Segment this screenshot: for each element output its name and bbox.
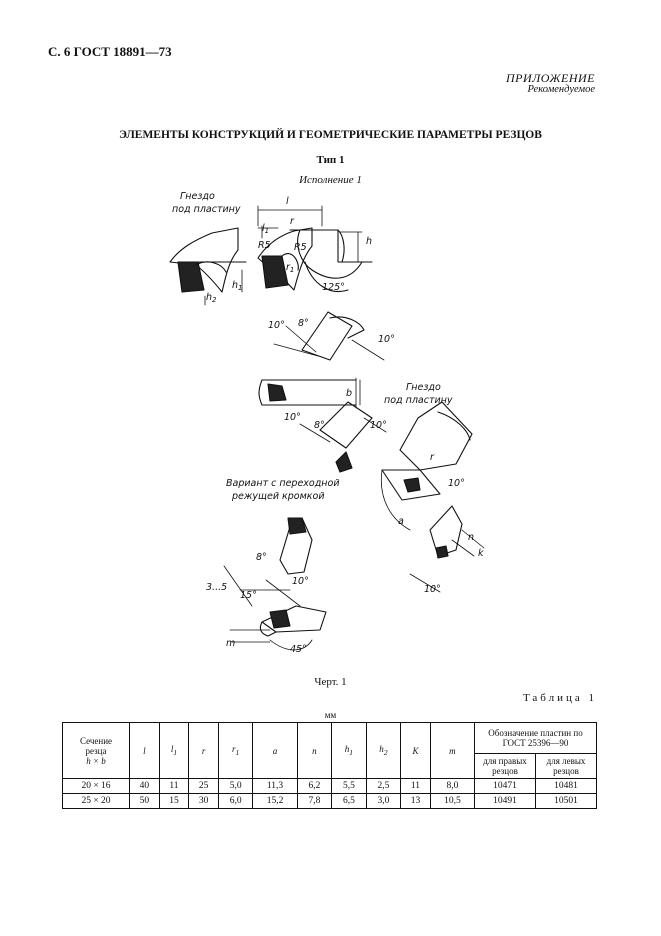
angle-125: 125° bbox=[322, 282, 345, 293]
dim-h2: h2 bbox=[206, 292, 217, 304]
appendix-label: ПРИЛОЖЕНИЕ Рекомендуемое bbox=[506, 72, 595, 96]
document-title: ЭЛЕМЕНТЫ КОНСТРУКЦИЙ И ГЕОМЕТРИЧЕСКИЕ ПА… bbox=[119, 129, 542, 141]
header-l: l bbox=[129, 722, 160, 779]
socket-label-1-line2: под пластину bbox=[172, 204, 241, 215]
execution-label: Исполнение 1 bbox=[299, 174, 362, 186]
dim-h1: h1 bbox=[232, 280, 243, 292]
angle-45: 45° bbox=[290, 644, 307, 655]
dim-l1: l1 bbox=[262, 223, 269, 235]
angle-8-2: 8° bbox=[314, 420, 325, 431]
appendix-status: Рекомендуемое bbox=[527, 84, 595, 95]
header-l1: l1 bbox=[158, 722, 190, 779]
drawing-labels: Гнездо под пластину l l1 r R5 R5 h h1 h2… bbox=[172, 191, 484, 655]
header-r: r bbox=[188, 722, 219, 779]
dim-l: l bbox=[286, 196, 289, 207]
angle-10-1: 10° bbox=[268, 320, 285, 331]
angle-10-7: 10° bbox=[292, 576, 309, 587]
appendix-title: ПРИЛОЖЕНИЕ bbox=[506, 71, 595, 85]
angle-10-4: 10° bbox=[370, 420, 387, 431]
socket-view-drawing bbox=[380, 401, 485, 593]
angle-8-3: 8° bbox=[256, 552, 267, 563]
dim-a: a bbox=[398, 516, 404, 527]
table-row: 25 × 20 50 15 30 6,0 15,2 7,8 6,5 3,0 13… bbox=[62, 793, 597, 809]
variant-drawing bbox=[223, 517, 327, 651]
header-h1: h1 bbox=[331, 722, 367, 779]
table-row: 20 × 16 40 11 25 5,0 11,3 6,2 5,5 2,5 11… bbox=[62, 778, 597, 794]
dim-3-5: 3...5 bbox=[206, 582, 227, 593]
header-n: n bbox=[296, 722, 333, 779]
dim-m: m bbox=[226, 638, 235, 649]
dim-b: b bbox=[346, 388, 352, 399]
angle-15: 15° bbox=[240, 590, 257, 601]
table-caption: Таблица 1 bbox=[522, 692, 597, 704]
header-K: K bbox=[400, 722, 431, 779]
header-r1: r1 bbox=[217, 722, 254, 779]
header-section: Сечение резца h × b bbox=[62, 722, 130, 779]
dim-R5-b: R5 bbox=[294, 242, 307, 253]
dim-r: r bbox=[290, 216, 295, 227]
plan-view-drawing bbox=[258, 311, 387, 473]
top-view-drawing bbox=[169, 205, 373, 306]
header-plates: Обозначение пластин по ГОСТ 25396—90 bbox=[474, 722, 597, 754]
dim-r-mid: r bbox=[430, 452, 435, 463]
socket-label-2-line1: Гнездо bbox=[406, 382, 441, 393]
dim-r1: r1 bbox=[286, 262, 294, 274]
header-a: a bbox=[252, 722, 298, 779]
angle-8-1: 8° bbox=[298, 318, 309, 329]
type-label: Тип 1 bbox=[316, 154, 345, 166]
header-m: m bbox=[429, 722, 476, 779]
angle-10-2: 10° bbox=[378, 334, 395, 345]
page-header: С. 6 ГОСТ 18891—73 bbox=[48, 44, 172, 59]
variant-label-line1: Вариант с переходной bbox=[226, 478, 340, 489]
units-label: мм bbox=[324, 710, 337, 720]
socket-label-1-line1: Гнездо bbox=[180, 191, 215, 202]
variant-label-line2: режущей кромкой bbox=[231, 491, 325, 502]
socket-label-2-line2: под пластину bbox=[384, 395, 453, 406]
header-h2: h2 bbox=[365, 722, 402, 779]
dim-n: n bbox=[468, 532, 474, 543]
dim-R5-a: R5 bbox=[258, 240, 271, 251]
angle-10-6: 10° bbox=[424, 584, 441, 595]
dim-h: h bbox=[366, 236, 372, 247]
parameters-table: Сечение резца h × b l l1 r r1 a n h1 h2 … bbox=[62, 722, 597, 809]
dim-k: k bbox=[478, 548, 484, 559]
angle-10-5: 10° bbox=[448, 478, 465, 489]
figure-caption: Черт. 1 bbox=[314, 676, 347, 688]
angle-10-3: 10° bbox=[284, 412, 301, 423]
